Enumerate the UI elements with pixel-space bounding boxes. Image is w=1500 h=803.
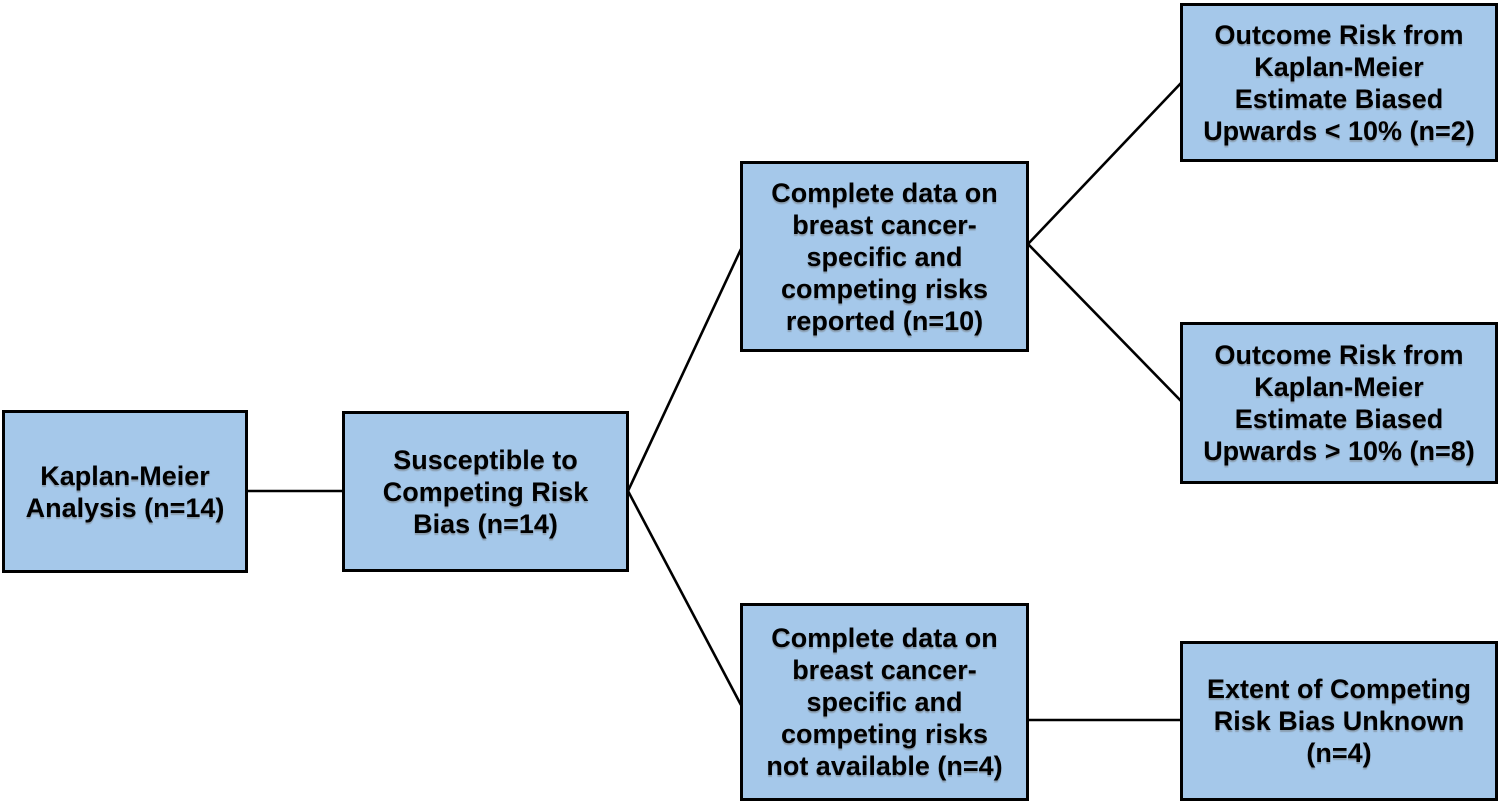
edge-reported-to-under10 [1027,81,1183,245]
node-label: Kaplan-Meier Analysis (n=14) [25,460,225,523]
node-extent-of-competing-risk-bias-unknown: Extent of Competing Risk Bias Unknown (n… [1180,641,1498,801]
node-complete-data-reported: Complete data on breast cancer- specific… [740,161,1029,352]
node-biased-upwards-under-10pct: Outcome Risk from Kaplan-Meier Estimate … [1180,3,1498,162]
node-label: Complete data on breast cancer- specific… [771,177,998,336]
edge-reported-to-over10 [1027,243,1183,403]
node-label: Complete data on breast cancer- specific… [766,623,1003,781]
node-kaplan-meier-analysis: Kaplan-Meier Analysis (n=14) [2,410,248,573]
edge-susceptible-to-reported [626,248,743,492]
node-complete-data-not-available: Complete data on breast cancer- specific… [740,603,1029,801]
node-susceptible-to-competing-risk-bias: Susceptible to Competing Risk Bias (n=14… [342,411,629,572]
node-label: Extent of Competing Risk Bias Unknown (n… [1207,674,1471,768]
node-label: Outcome Risk from Kaplan-Meier Estimate … [1203,340,1475,466]
node-label: Outcome Risk from Kaplan-Meier Estimate … [1203,19,1475,146]
edge-susceptible-to-notavailable [626,490,743,706]
node-label: Susceptible to Competing Risk Bias (n=14… [382,444,589,539]
node-biased-upwards-over-10pct: Outcome Risk from Kaplan-Meier Estimate … [1180,322,1498,484]
